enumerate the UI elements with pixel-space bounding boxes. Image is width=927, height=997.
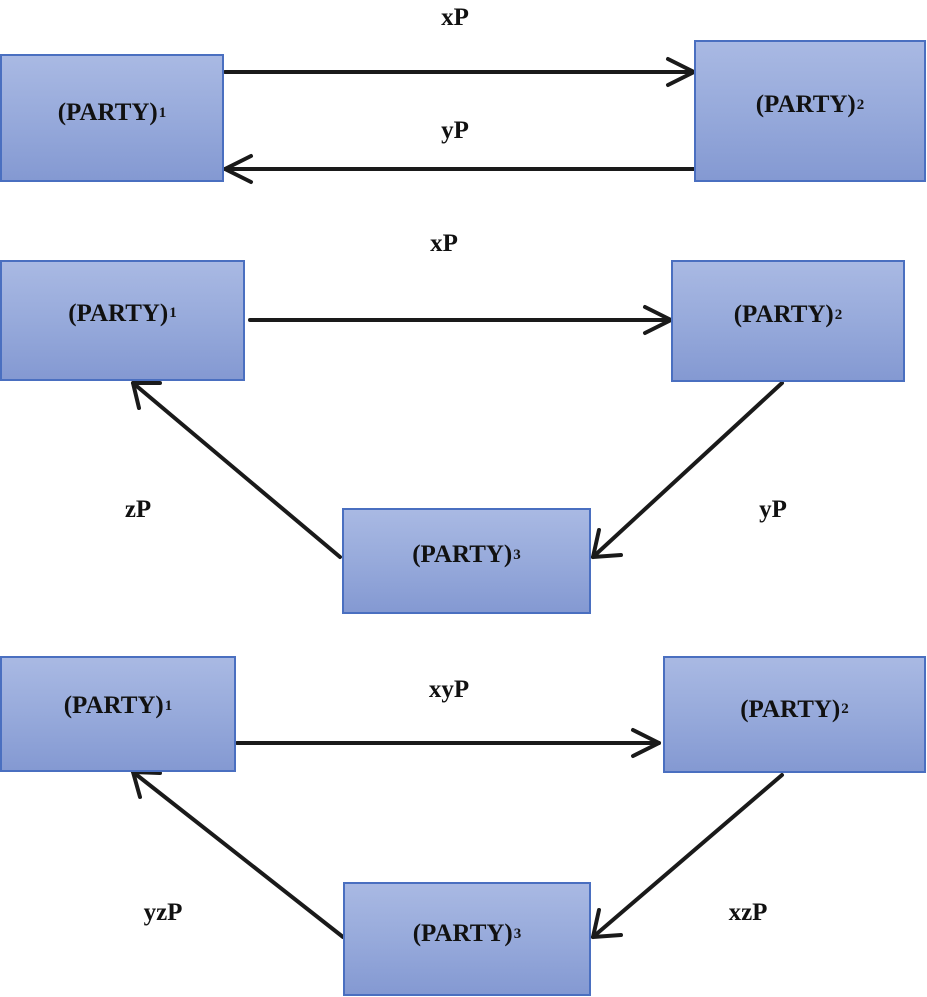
- arrowhead-d2-3-to-1: [131, 381, 162, 410]
- edge-label-d2-1-to-2: xP: [430, 230, 458, 257]
- edge-label-d1-1-to-2: xP: [441, 4, 469, 31]
- arrowhead-d3-2-to-3: [591, 908, 623, 939]
- party-subscript: 1: [169, 305, 177, 321]
- party-subscript: 3: [513, 546, 521, 563]
- party-3-box: (PARTY)3: [343, 882, 591, 996]
- party-subscript: 1: [158, 104, 167, 121]
- party-subscript: 2: [841, 701, 849, 717]
- party-subscript: 1: [164, 697, 173, 714]
- arrowhead-d2-2-to-3: [591, 528, 623, 559]
- arrowhead-d3-1-to-2: [631, 728, 661, 758]
- arrowhead-d3-3-to-1: [131, 770, 162, 799]
- party-label: (PARTY): [412, 541, 513, 568]
- arrow-d2-3-to-1: [131, 381, 342, 559]
- arrow-d2-2-to-3: [591, 381, 784, 559]
- party-label: (PARTY): [63, 692, 164, 719]
- edge-label-d3-3-to-1: yzP: [143, 899, 183, 926]
- party-1-box: (PARTY)1: [0, 54, 224, 182]
- party-subscript: 2: [834, 306, 843, 323]
- party-1-box: (PARTY)1: [0, 260, 245, 381]
- edge-label-d1-2-to-1: yP: [441, 117, 469, 144]
- party-2-box: (PARTY)2: [671, 260, 905, 382]
- party-label: (PARTY): [755, 91, 856, 118]
- edge-label-d3-2-to-3: xzP: [728, 899, 768, 926]
- party-label: (PARTY): [733, 301, 834, 328]
- party-label: (PARTY): [57, 99, 158, 126]
- party-3-box: (PARTY)3: [342, 508, 591, 614]
- party-2-box: (PARTY)2: [694, 40, 926, 182]
- party-2-box: (PARTY)2: [663, 656, 926, 773]
- arrow-d3-3-to-1: [131, 770, 345, 939]
- arrowhead-d1-2-to-1: [223, 154, 253, 184]
- arrow-d3-2-to-3: [591, 773, 784, 939]
- party-subscript: 2: [856, 96, 865, 113]
- edge-label-d3-1-to-2: xyP: [428, 676, 470, 703]
- edge-label-d2-2-to-3: yP: [759, 496, 787, 523]
- party-label: (PARTY): [740, 695, 841, 723]
- party-subscript: 3: [513, 925, 522, 942]
- party-label: (PARTY): [412, 920, 513, 947]
- party-1-box: (PARTY)1: [0, 656, 236, 772]
- party-label: (PARTY): [68, 299, 169, 327]
- edge-label-d2-3-to-1: zP: [124, 496, 152, 523]
